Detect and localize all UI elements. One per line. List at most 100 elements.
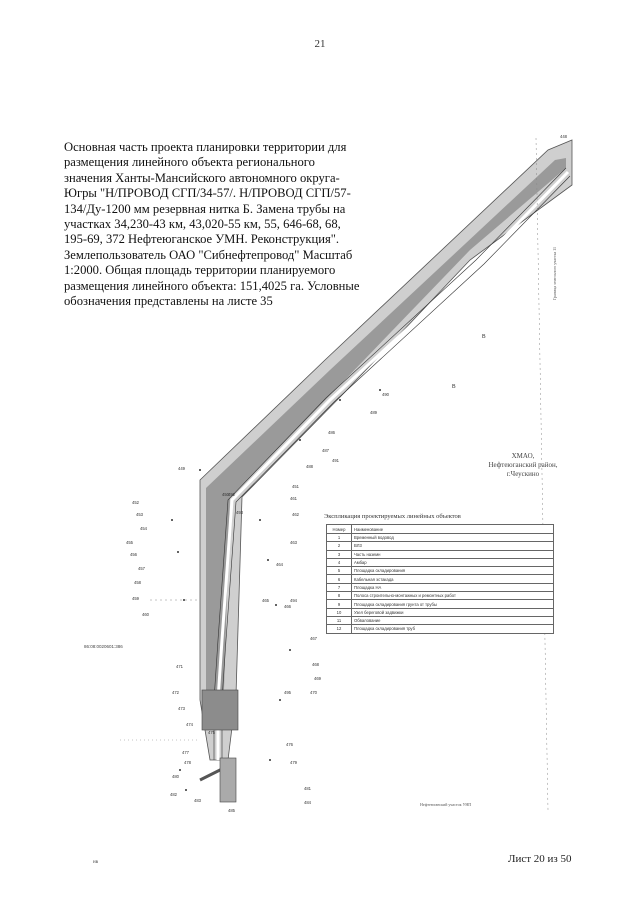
explication-title: Экспликация проектируемых линейных объек… <box>324 513 461 520</box>
survey-point-label: 494 <box>290 598 297 603</box>
row-number: 2 <box>326 541 352 551</box>
survey-point-label: 450 <box>222 492 229 497</box>
survey-point-label: 479 <box>290 760 297 765</box>
survey-point-label: 460 <box>142 612 149 617</box>
parcel-cadastral-number: 86:08:0020601:386 <box>84 644 123 649</box>
row-number: 11 <box>326 615 352 626</box>
row-number: 6 <box>326 574 352 584</box>
row-number: 5 <box>326 566 352 576</box>
survey-point-label: 462 <box>292 512 299 517</box>
drawing-title: Основная часть проекта планировки террит… <box>64 140 364 310</box>
survey-point-label: 481 <box>304 786 311 791</box>
map-footer-note: Нефтеюганский участок УНП <box>420 802 472 807</box>
survey-point <box>179 769 181 771</box>
row-number: 12 <box>326 624 352 634</box>
survey-point-label: 463 <box>290 540 297 545</box>
row-name: ВЛ3 <box>351 541 554 551</box>
page-number: 21 <box>314 38 326 50</box>
survey-point-label: 467 <box>310 636 317 641</box>
survey-point-label: 482 <box>170 792 177 797</box>
work-strip <box>206 158 566 700</box>
survey-point-label: 473 <box>178 706 185 711</box>
row-number: 7 <box>326 582 352 593</box>
zone-letter: В <box>452 384 456 390</box>
survey-point <box>269 759 271 761</box>
survey-point-label: 455 <box>126 540 133 545</box>
row-name: Площадка складирования <box>351 566 554 576</box>
survey-point-label: 478 <box>184 760 191 765</box>
row-name: Кабельная эстакада <box>351 574 554 584</box>
row-name: Амбар <box>351 557 554 568</box>
row-number: 9 <box>326 599 352 609</box>
survey-point <box>379 389 381 391</box>
row-number: 8 <box>326 591 352 601</box>
survey-point <box>267 559 269 561</box>
survey-point-label: 491 <box>332 458 339 463</box>
survey-point <box>275 604 277 606</box>
survey-point <box>199 469 201 471</box>
region-label: ХМАО, Нефтеюганский район, г.Чеускино <box>488 452 558 478</box>
row-name: Полоса строительно-монтажных и ремонтных… <box>351 591 554 601</box>
survey-point-label: 465 <box>262 598 269 603</box>
survey-point <box>259 519 261 521</box>
col-name-header: Наименование <box>351 524 554 534</box>
survey-point <box>289 649 291 651</box>
survey-point-label: 489 <box>370 410 377 415</box>
boundary-line <box>535 137 549 811</box>
valve-node <box>201 689 239 731</box>
survey-point-label: 466 <box>284 604 291 609</box>
survey-point-label: 452 <box>132 500 139 505</box>
survey-point <box>299 439 301 441</box>
survey-point-label: 474 <box>186 722 193 727</box>
survey-point-label: 448 <box>560 134 567 139</box>
survey-point-label: 484 <box>304 800 311 805</box>
survey-point-label: 487 <box>322 448 329 453</box>
survey-point-label: 456 <box>130 552 137 557</box>
zone-letter: В <box>482 334 486 340</box>
row-number: 10 <box>326 607 352 617</box>
col-number-header: Номер <box>326 524 352 534</box>
survey-point-label: 493 <box>236 510 243 515</box>
survey-point-label: 461 <box>290 496 297 501</box>
row-name: Площадка НА <box>351 582 554 593</box>
bottom-plot <box>219 757 237 803</box>
survey-point-label: 470 <box>310 690 317 695</box>
row-name: Узел береговой задвижки <box>351 607 554 617</box>
table-header-row: Номер Наименование <box>326 524 554 534</box>
survey-point <box>183 599 185 601</box>
survey-point-label: 451 <box>292 484 299 489</box>
row-name: Обвалование <box>351 615 554 626</box>
survey-point-label: 476 <box>286 742 293 747</box>
corner-mark: нв <box>93 860 99 865</box>
survey-point <box>185 789 187 791</box>
survey-point-label: 480 <box>172 774 179 779</box>
survey-point-label: 475 <box>208 730 215 735</box>
row-name: Часть наземн <box>351 549 554 559</box>
survey-point-label: 469 <box>314 676 321 681</box>
row-name: Площадка складирования грунта от трубы <box>351 599 554 609</box>
survey-point-label: 488 <box>306 464 313 469</box>
survey-point-label: 483 <box>194 798 201 803</box>
survey-point-label: 454 <box>140 526 147 531</box>
survey-point-label: 495 <box>284 690 291 695</box>
survey-point-label: 468 <box>312 662 319 667</box>
row-number: 1 <box>326 532 352 543</box>
survey-point-label: 453 <box>136 512 143 517</box>
survey-point-label: 485 <box>228 808 235 813</box>
survey-point-label: 472 <box>172 690 179 695</box>
survey-point-label: 471 <box>176 664 183 669</box>
survey-point-label: 477 <box>182 750 189 755</box>
survey-point-label: 449 <box>178 466 185 471</box>
